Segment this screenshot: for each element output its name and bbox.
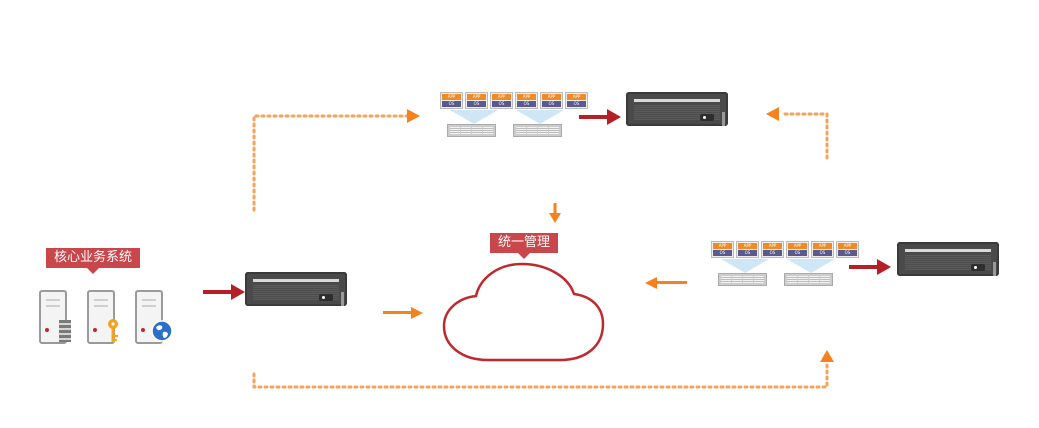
core-system-label: 核心业务系统 <box>46 248 141 274</box>
dotted-arrowhead-up <box>820 350 834 362</box>
orange-arrow-to-cloud <box>383 307 423 319</box>
cloud-icon <box>442 262 605 362</box>
dotted-path-top-right <box>780 112 829 160</box>
orange-down-arrow <box>549 203 561 223</box>
storage-array <box>447 124 496 137</box>
red-arrow-right <box>849 259 891 275</box>
storage-array <box>784 273 833 286</box>
host-server-key <box>87 290 118 344</box>
red-arrow-to-server <box>203 284 245 300</box>
unified-management-label: 统一管理 <box>490 233 559 259</box>
rack-server-top <box>626 92 728 126</box>
rack-server-right <box>897 242 999 276</box>
storage-array <box>513 124 562 137</box>
dotted-arrowhead-left <box>766 107 779 121</box>
storage-array <box>718 273 767 286</box>
dotted-path-top-left <box>252 114 410 212</box>
rack-server-left <box>245 272 347 306</box>
core-system-label-text: 核心业务系统 <box>54 250 133 265</box>
key-icon <box>108 319 118 342</box>
dotted-path-bottom <box>252 362 829 389</box>
dotted-arrowhead-right <box>407 109 420 123</box>
host-server-database <box>39 290 71 344</box>
orange-arrow-to-cloud-left <box>645 277 687 289</box>
unified-management-label-text: 统一管理 <box>498 235 551 250</box>
database-icon <box>59 320 71 342</box>
host-server-globe <box>135 290 173 344</box>
globe-icon <box>151 320 173 342</box>
red-arrow-top <box>579 109 621 125</box>
